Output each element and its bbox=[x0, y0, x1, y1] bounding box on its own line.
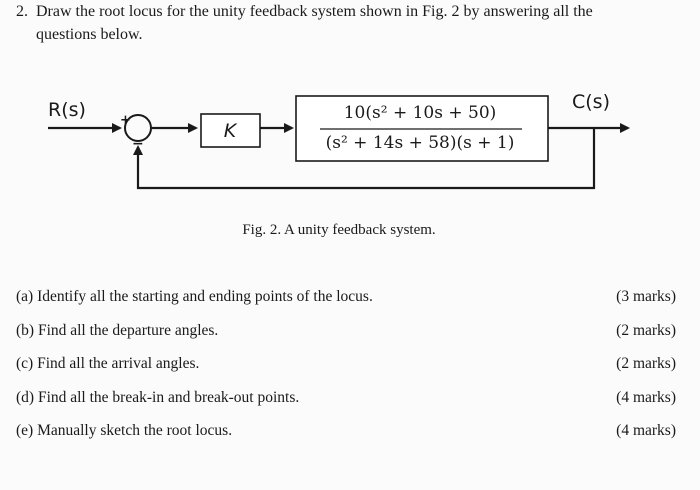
input-label: R(s) bbox=[48, 99, 86, 121]
question-part-b: (b) Find all the departure angles. (2 ma… bbox=[16, 322, 676, 356]
question-part-d: (d) Find all the break-in and break-out … bbox=[16, 389, 676, 423]
question-part-c: (c) Find all the arrival angles. (2 mark… bbox=[16, 355, 676, 389]
question-text-line2: questions below. bbox=[36, 26, 143, 43]
output-label: C(s) bbox=[572, 91, 610, 113]
question-part-a: (a) Identify all the starting and ending… bbox=[16, 288, 676, 322]
part-marks: (3 marks) bbox=[616, 288, 676, 305]
question-parts: (a) Identify all the starting and ending… bbox=[16, 288, 676, 456]
part-text: (a) Identify all the starting and ending… bbox=[16, 288, 373, 305]
question-part-e: (e) Manually sketch the root locus. (4 m… bbox=[16, 422, 676, 456]
part-text: (c) Find all the arrival angles. bbox=[16, 355, 200, 372]
block-diagram: R(s) + − K C(s) bbox=[48, 91, 630, 190]
part-marks: (2 marks) bbox=[616, 355, 676, 372]
figure-caption: Fig. 2. A unity feedback system. bbox=[242, 222, 436, 238]
feedback-path bbox=[133, 128, 596, 190]
transfer-function-numerator: 10(s² + 10s + 50) bbox=[343, 103, 497, 123]
question-number: 2. bbox=[16, 3, 28, 20]
part-marks: (4 marks) bbox=[616, 422, 676, 439]
part-text: (e) Manually sketch the root locus. bbox=[16, 422, 233, 439]
part-text: (b) Find all the departure angles. bbox=[16, 321, 219, 339]
part-text: (d) Find all the break-in and break-out … bbox=[16, 388, 300, 406]
summer-plus-sign: + bbox=[120, 113, 131, 128]
part-marks: (2 marks) bbox=[616, 321, 676, 339]
gain-label: K bbox=[224, 120, 238, 142]
question-text-line1: Draw the root locus for the unity feedba… bbox=[36, 3, 593, 20]
transfer-function-denominator: (s² + 14s + 58)(s + 1) bbox=[325, 133, 515, 153]
gain-block bbox=[200, 113, 261, 148]
summer-minus-sign: − bbox=[132, 136, 144, 152]
question-header: 2. Draw the root locus for the unity feed… bbox=[16, 0, 680, 46]
part-marks: (4 marks) bbox=[616, 388, 676, 406]
